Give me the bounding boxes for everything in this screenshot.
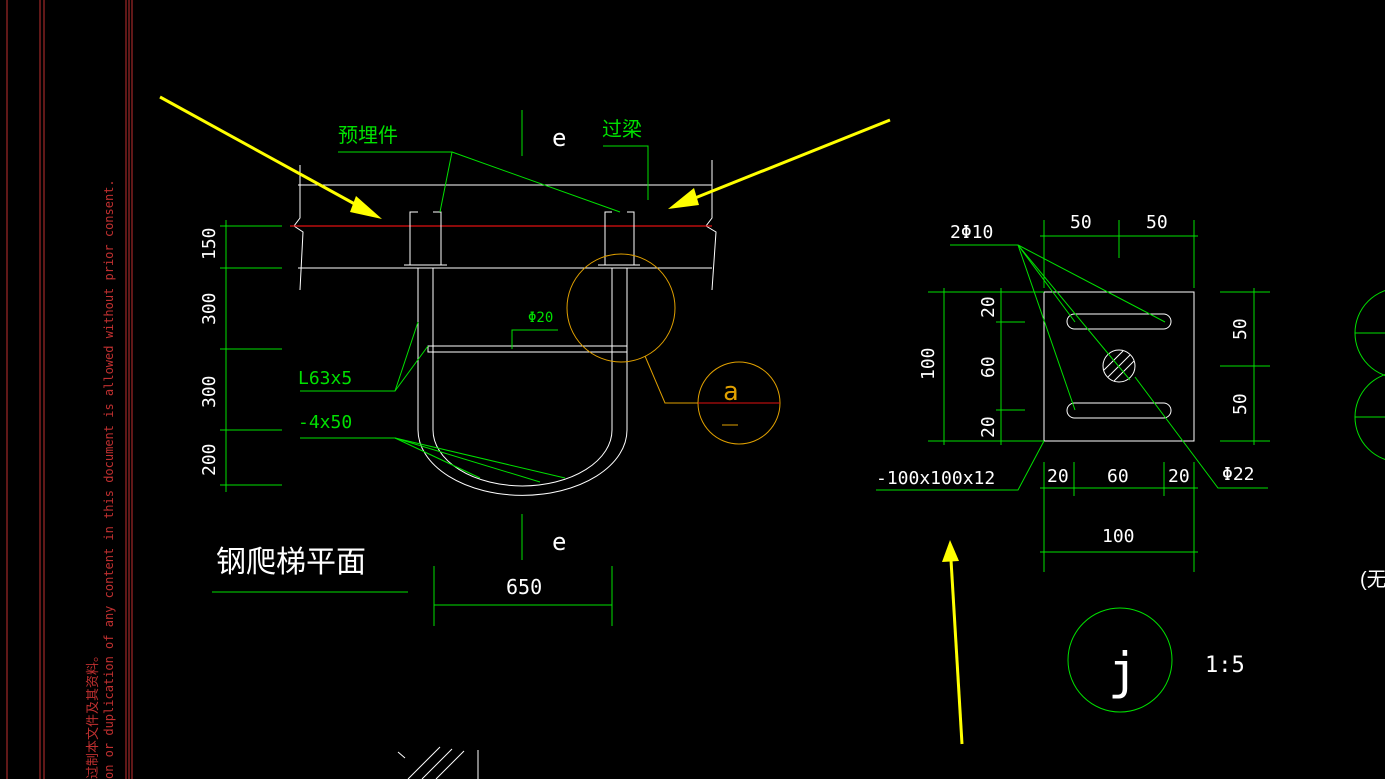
plate-left-dims — [928, 288, 1044, 445]
width-dimension — [433, 566, 613, 626]
rod-callout — [511, 329, 558, 349]
edge-fragment-text: (无 — [1360, 569, 1385, 591]
flat-bar-label: -4x50 — [298, 412, 352, 433]
lintel-beam — [293, 160, 717, 291]
detail-mark-letter: j — [1108, 642, 1138, 700]
margin-note: 过制本文件及其资料。 on or duplication of any cont… — [86, 179, 116, 779]
steel-plate — [1043, 291, 1195, 442]
plate-right-dims — [1220, 288, 1270, 445]
detail-callout[interactable]: a — [566, 253, 781, 445]
detail-scale: 1:5 — [1205, 653, 1245, 678]
rod-label: Φ20 — [528, 310, 553, 326]
arrow-to-beam — [668, 118, 891, 209]
plan-title: 钢爬梯平面 — [216, 546, 366, 579]
ladder-stiles — [417, 268, 628, 496]
section-mark-top: e — [552, 124, 566, 152]
plate-left-overall: 100 — [918, 347, 939, 380]
plate-bottom-dim-1: 20 — [1047, 466, 1069, 487]
plate-bottom-dims — [1040, 462, 1198, 572]
ladder-plan-view[interactable]: Φ20 150 300 300 200 — [199, 110, 781, 626]
plate-bottom-overall: 100 — [1102, 526, 1135, 547]
dim-650: 650 — [506, 575, 542, 599]
plate-top-dim-1: 50 — [1070, 212, 1092, 233]
plate-left-dim-3: 20 — [978, 416, 999, 438]
plate-size-label: -100x100x12 — [876, 468, 995, 489]
bottom-hatch-fragment — [397, 746, 479, 779]
embed-plate-detail[interactable]: 50 50 100 20 60 20 50 50 — [876, 212, 1270, 713]
plate-leaders — [876, 244, 1268, 491]
plate-right-dim-2: 50 — [1230, 393, 1251, 415]
plate-bars — [1066, 313, 1172, 419]
arrow-to-plate — [942, 540, 964, 745]
vertical-dimensions — [220, 220, 282, 492]
annotation-arrows — [159, 95, 964, 745]
dim-150: 150 — [199, 227, 220, 260]
hole-label: Φ22 — [1222, 464, 1255, 485]
detail-mark-j[interactable]: j — [1067, 607, 1173, 713]
beam-label: 过梁 — [602, 118, 642, 141]
plate-left-dim-1: 20 — [978, 296, 999, 318]
embedded-channels — [404, 211, 640, 266]
vertical-dim-labels: 150 300 300 200 — [199, 227, 220, 476]
leader-lines — [300, 110, 649, 560]
margin-note-line2: on or duplication of any content in this… — [102, 179, 116, 779]
plate-top-dims — [1040, 220, 1198, 288]
right-edge-fragments — [1354, 290, 1385, 460]
detail-ref-label: a — [723, 377, 739, 407]
plate-bars-label: 2Φ10 — [950, 222, 993, 243]
dim-300b: 300 — [199, 375, 220, 408]
embed-label: 预埋件 — [338, 124, 398, 147]
plate-right-dim-1: 50 — [1230, 318, 1251, 340]
plate-bottom-dim-2: 60 — [1107, 466, 1129, 487]
dim-200: 200 — [199, 443, 220, 476]
section-mark-bottom: e — [552, 528, 566, 556]
arrow-to-embed — [159, 95, 382, 219]
dim-300a: 300 — [199, 292, 220, 325]
angle-label: L63x5 — [298, 368, 352, 389]
plate-bottom-dim-3: 20 — [1168, 466, 1190, 487]
plate-top-dim-2: 50 — [1146, 212, 1168, 233]
margin-note-line1: 过制本文件及其资料。 — [86, 649, 101, 779]
plate-left-dim-2: 60 — [978, 356, 999, 378]
drawing-border — [6, 0, 133, 779]
